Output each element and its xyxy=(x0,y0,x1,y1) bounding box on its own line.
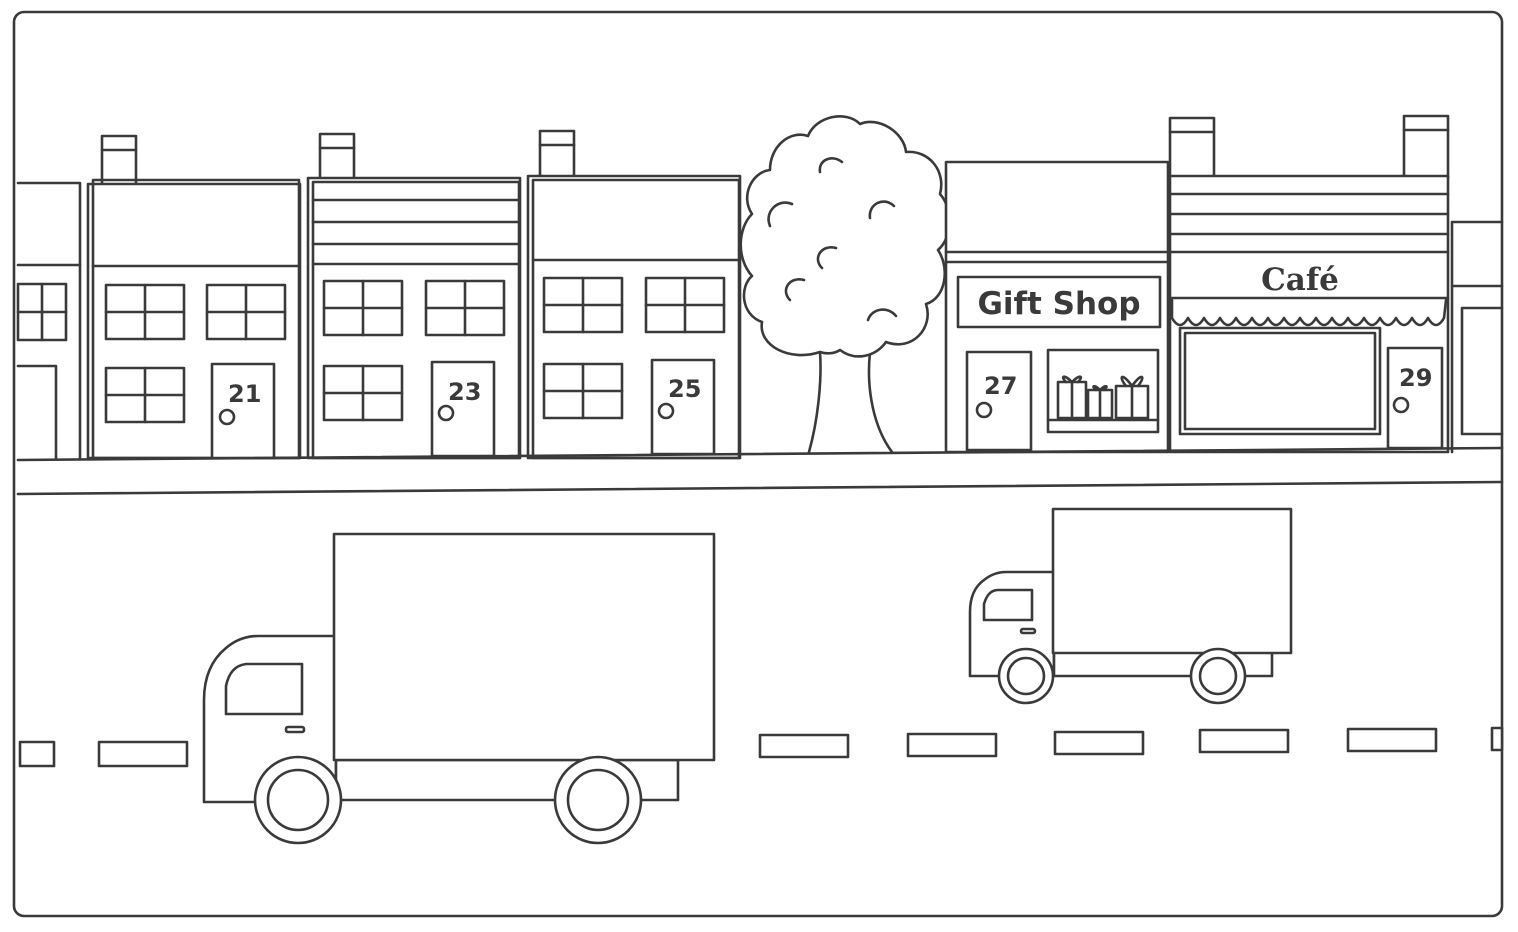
house-number: 25 xyxy=(668,375,701,403)
road-markings xyxy=(18,726,1504,768)
chimney xyxy=(1402,114,1450,180)
gift-shop-sign: Gift Shop xyxy=(977,286,1140,322)
cafe-awning xyxy=(1170,298,1448,327)
house-number: 27 xyxy=(984,372,1017,400)
window xyxy=(104,366,186,424)
window xyxy=(424,279,506,337)
cafe-sign: Café xyxy=(1261,262,1339,298)
window xyxy=(322,364,404,422)
truck-cargo-box xyxy=(1051,507,1293,655)
window xyxy=(542,276,624,334)
door-knob xyxy=(975,401,993,419)
cafe-window xyxy=(1178,326,1382,436)
page-frame xyxy=(12,10,1504,918)
cafe: Café 29 xyxy=(1168,114,1450,454)
house-25: 25 xyxy=(526,129,742,460)
cab-window xyxy=(224,662,304,716)
cab-door-handle xyxy=(284,725,306,734)
window xyxy=(322,279,404,337)
tree-trunk xyxy=(807,350,894,454)
gift-shop-sign-board xyxy=(956,275,1162,329)
partial-building-left xyxy=(16,181,82,460)
house-number: 21 xyxy=(228,380,261,408)
truck-large xyxy=(202,532,716,845)
house-23: 23 xyxy=(306,132,522,460)
gift-shop: Gift Shop 27 xyxy=(944,160,1170,454)
truck-cargo-box xyxy=(332,532,716,762)
door-knob xyxy=(437,404,455,422)
sidewalk xyxy=(16,446,1504,496)
door xyxy=(1386,346,1444,450)
partial-building-right xyxy=(1450,220,1504,454)
door-knob xyxy=(657,402,675,420)
tree-canopy xyxy=(739,115,951,358)
window xyxy=(104,283,186,341)
chimney xyxy=(1168,116,1216,180)
cab-door-handle xyxy=(1019,627,1037,635)
window xyxy=(542,362,624,420)
house-21: 21 xyxy=(86,134,302,460)
gift-boxes-icon xyxy=(1056,375,1150,420)
truck-small xyxy=(968,507,1293,705)
window xyxy=(205,283,287,341)
tree xyxy=(739,115,951,454)
door-knob xyxy=(1392,396,1410,414)
door xyxy=(965,350,1033,452)
door-knob xyxy=(218,408,236,426)
house-number: 23 xyxy=(448,378,481,406)
cab-window xyxy=(982,588,1034,622)
house-number: 29 xyxy=(1399,364,1432,392)
window xyxy=(644,276,726,334)
